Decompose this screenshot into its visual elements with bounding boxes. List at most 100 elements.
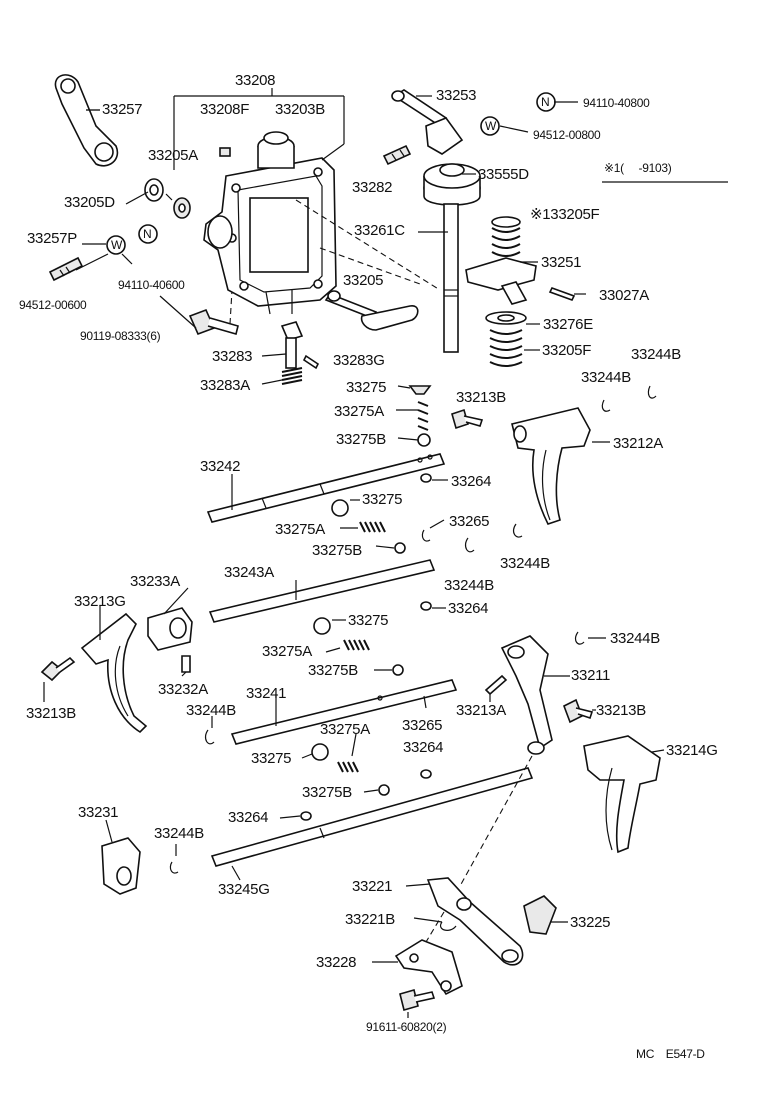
fork-33213G [80,612,148,734]
lever-33211 [500,635,553,755]
pin-33257P [48,256,84,282]
label-33213A: 33213A [456,702,506,719]
washer-icon [480,116,500,136]
label-33221B: 33221B [345,911,395,928]
label-33253: 33253 [436,87,477,104]
rod-33243A [208,559,436,623]
pin-33232A [181,655,191,673]
label-33213B-1: 33213B [456,389,506,406]
bolt-91611 [399,989,436,1011]
label-33275A-1: 33275A [334,403,384,420]
clip-33244B [601,399,611,412]
label-33212A: 33212A [613,435,663,452]
bolt-33213B [40,656,76,682]
rod-33241 [230,679,458,745]
ball-33275B [417,433,431,447]
pin-33213A [484,674,508,696]
rod-33245G [210,767,534,867]
label-33264-1: 33264 [451,473,492,490]
label-33264-2: 33264 [448,600,489,617]
label-90119-08333: 90119-08333(6) [80,329,161,343]
collar-33251 [465,257,537,305]
label-33245G: 33245G [218,881,270,898]
spring-33275A [359,521,386,533]
label-33241: 33241 [246,685,287,702]
label-33275A-2: 33275A [275,521,325,538]
label-33211: 33211 [571,667,611,684]
label-33244B-4: 33244B [444,577,494,594]
label-33221: 33221 [352,878,393,895]
label-33214G: 33214G [666,742,718,759]
label-33275-1: 33275 [346,379,387,396]
label-33205: 33205 [343,272,384,289]
pin-33283G [302,354,320,370]
label-33275B-4: 33275B [302,784,352,801]
ball-33275B [394,542,406,554]
clip-33244B [574,631,585,645]
note-text: ※1( -9103) [604,161,672,175]
rod-33242 [206,453,446,523]
knob-33225 [523,895,557,935]
label-33213B-2: 33213B [26,705,76,722]
label-33205F: 33205F [542,342,592,359]
label-33208: 33208 [235,72,276,89]
pin-33027A [548,287,576,301]
label-33265-2: 33265 [402,717,443,734]
spring-33205F [489,329,523,367]
ball-33275 [408,385,432,395]
label-33257: 33257 [102,101,143,118]
clip-33244B [647,385,657,399]
label-33231: 33231 [78,804,119,821]
diagram-code: MC E547-D [636,1047,705,1061]
washer-symbol: W [111,238,123,252]
label-33282: 33282 [352,179,393,196]
label-33213B-3: 33213B [596,702,646,719]
clip-33221B [440,921,457,931]
spring-33275A [417,401,429,431]
pin-33264 [420,769,432,779]
label-94512-00800: 94512-00800 [533,128,601,142]
label-33275-2: 33275 [362,491,403,508]
fork-33212A [511,407,591,525]
spring-33275A [343,639,370,651]
spring-33205F-top [491,216,521,257]
label-33275A-4: 33275A [320,721,370,738]
ball-33275B [392,664,404,676]
label-33275B-3: 33275B [308,662,358,679]
label-33275A-3: 33275A [262,643,312,660]
label-33283A: 33283A [200,377,250,394]
bolt-33213B [562,698,594,724]
label-33208F: 33208F [200,101,250,118]
label-33555D: 33555D [478,166,529,183]
label-33244B-2: 33244B [581,369,631,386]
nut-icon [138,224,158,244]
pin-33264 [420,473,432,483]
clip-33244B [204,729,215,745]
label-33244B-6: 33244B [186,702,236,719]
lever-33221 [426,877,524,966]
label-33225: 33225 [570,914,611,931]
plug-33208F [219,147,231,157]
housing-33208 [203,131,337,315]
label-33205F-top: ※133205F [530,206,600,223]
boot-33555D [423,163,481,206]
label-33244B-1: 33244B [631,346,681,363]
pin-33265 [423,695,427,709]
label-33275B-2: 33275B [312,542,362,559]
bolt-33213B [451,408,484,430]
label-33242: 33242 [200,458,241,475]
label-33275B-1: 33275B [336,431,386,448]
label-33276E: 33276E [543,316,593,333]
block-33231 [101,837,141,895]
nut-symbol: N [541,95,550,109]
label-33027A: 33027A [599,287,649,304]
label-33264-4: 33264 [228,809,269,826]
lever-33257 [54,74,119,167]
label-33275-4: 33275 [251,750,292,767]
label-33232A: 33232A [158,681,208,698]
lever-33253 [391,89,464,155]
label-33205A: 33205A [148,147,198,164]
label-94512-00600: 94512-00600 [19,298,87,312]
